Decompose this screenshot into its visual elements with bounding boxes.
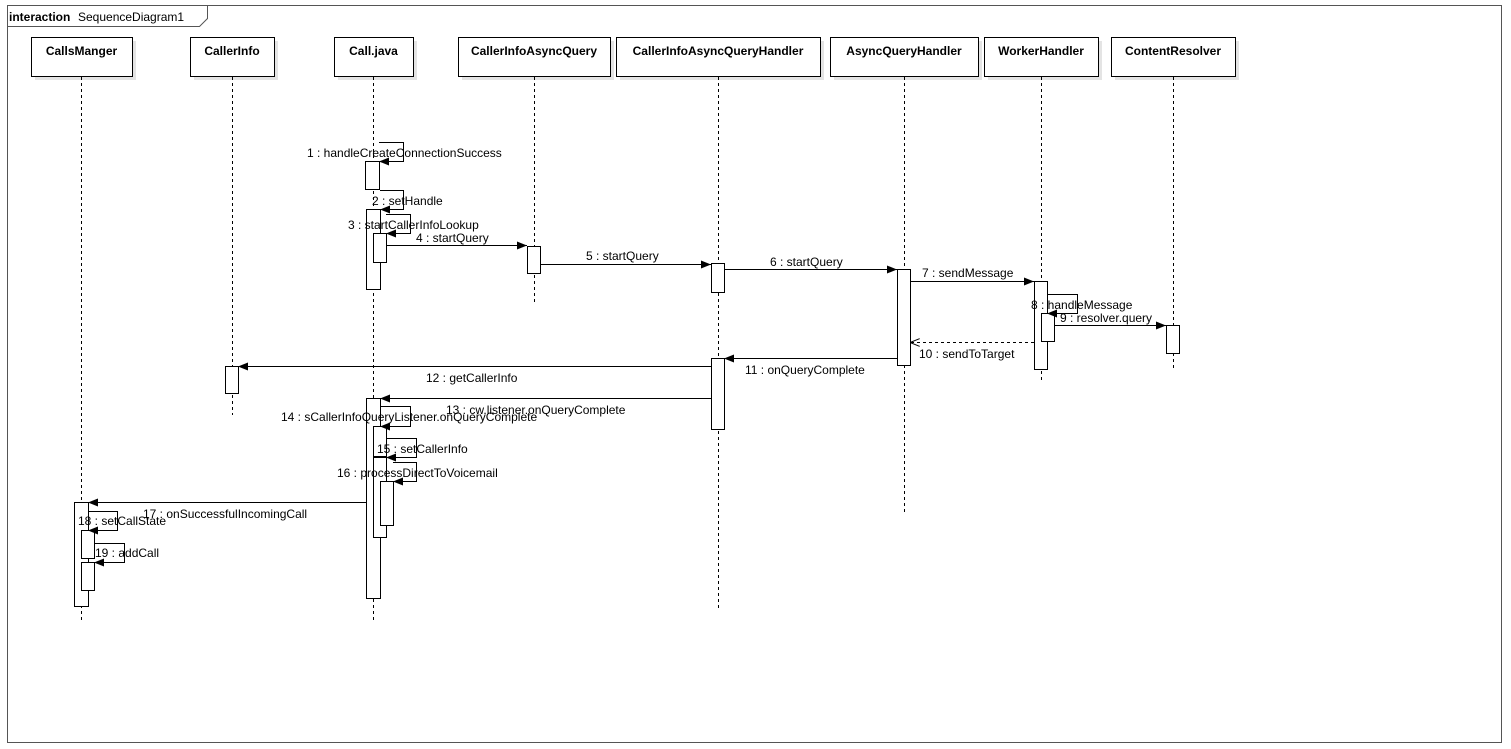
lifeline-callerinfoasyncqueryhandler: CallerInfoAsyncQueryHandler xyxy=(616,37,824,610)
message-4: 4 : startQuery xyxy=(386,231,527,250)
message-label: 4 : startQuery xyxy=(416,231,489,245)
message-label: 18 : setCallState xyxy=(78,514,166,528)
lifeline-name: CallerInfoAsyncQuery xyxy=(471,44,597,58)
self-message-arrow xyxy=(94,543,125,567)
activation-bar xyxy=(1166,325,1180,354)
lifelines-layer: CallsManger CallerInfo Call.java CallerInfo… xyxy=(31,37,1239,620)
lifeline-contentresolver: ContentResolver xyxy=(1111,37,1239,368)
lifeline-callerinfo: CallerInfo xyxy=(190,37,278,415)
lifeline-head xyxy=(830,37,979,77)
message-label: 5 : startQuery xyxy=(586,249,659,263)
message-label: 9 : resolver.query xyxy=(1060,311,1152,325)
message-7: 7 : sendMessage xyxy=(910,266,1034,286)
self-message-arrow xyxy=(379,142,404,166)
message-19: 19 : addCall xyxy=(94,543,159,567)
message-12: 12 : getCallerInfo xyxy=(238,362,711,385)
frame-name: SequenceDiagram1 xyxy=(78,10,184,24)
message-5: 5 : startQuery xyxy=(540,249,711,269)
activations-layer xyxy=(74,161,1180,607)
message-label: 7 : sendMessage xyxy=(922,266,1014,280)
message-label: 6 : startQuery xyxy=(770,255,843,269)
lifeline-name: CallerInfo xyxy=(204,44,259,58)
self-message-arrow xyxy=(380,190,404,214)
message-label: 8 : handleMessage xyxy=(1031,298,1133,312)
message-label: 2 : setHandle xyxy=(372,194,443,208)
message-18: 18 : setCallState xyxy=(78,511,166,535)
activation-bar xyxy=(897,269,911,366)
message-14: 14 : sCallerInfoQueryListener.onQueryCom… xyxy=(281,406,537,431)
lifeline-name: Call.java xyxy=(349,44,398,58)
lifeline-name: AsyncQueryHandler xyxy=(846,44,962,58)
activation-bar xyxy=(373,233,387,263)
message-13: 13 : cw.listener.onQueryComplete xyxy=(380,394,711,417)
message-3: 3 : startCallerInfoLookup xyxy=(348,214,479,238)
activation-bar xyxy=(81,530,95,559)
message-8: 8 : handleMessage xyxy=(1031,294,1133,318)
lifeline-asyncqueryhandler: AsyncQueryHandler xyxy=(830,37,982,512)
message-label: 15 : setCallerInfo xyxy=(377,442,468,456)
self-message-arrow xyxy=(88,511,118,535)
message-label: 10 : sendToTarget xyxy=(919,347,1015,361)
lifeline-head xyxy=(458,37,611,77)
message-6: 6 : startQuery xyxy=(724,255,897,274)
lifeline-name: CallsManger xyxy=(46,44,118,58)
activation-bar xyxy=(527,246,541,274)
message-label: 3 : startCallerInfoLookup xyxy=(348,218,479,232)
lifeline-head xyxy=(190,37,275,77)
message-label: 17 : onSuccessfulIncomingCall xyxy=(143,507,307,521)
lifeline-workerhandler: WorkerHandler xyxy=(984,37,1102,383)
lifeline-head xyxy=(984,37,1099,77)
lifeline-name: ContentResolver xyxy=(1125,44,1221,58)
self-message-arrow xyxy=(393,462,417,486)
interaction-frame xyxy=(7,5,1502,743)
activation-bar xyxy=(225,366,239,394)
message-11: 11 : onQueryComplete xyxy=(724,354,897,377)
self-message-arrow xyxy=(386,438,417,462)
message-17: 17 : onSuccessfulIncomingCall xyxy=(88,498,366,521)
lifeline-callsmanger: CallsManger xyxy=(31,37,136,620)
message-label: 1 : handleCreateConnectionSuccess xyxy=(307,146,502,160)
activation-bar xyxy=(1041,313,1055,342)
activation-bar xyxy=(711,358,725,430)
message-label: 11 : onQueryComplete xyxy=(745,363,865,377)
lifeline-head xyxy=(616,37,821,77)
activation-bar xyxy=(380,481,394,526)
activation-bar xyxy=(81,562,95,591)
lifeline-head xyxy=(334,37,414,77)
message-label: 19 : addCall xyxy=(95,546,159,560)
activation-bar xyxy=(365,161,380,190)
messages-layer: 1 : handleCreateConnectionSuccess 2 : set… xyxy=(78,142,1166,567)
self-message-arrow xyxy=(1047,294,1078,318)
message-9: 9 : resolver.query xyxy=(1054,311,1166,330)
message-10: 10 : sendToTarget xyxy=(910,343,1034,361)
lifeline-name: CallerInfoAsyncQueryHandler xyxy=(633,44,804,58)
lifeline-head xyxy=(1111,37,1236,77)
self-message-arrow xyxy=(386,214,411,238)
frame-keyword: interaction xyxy=(9,10,70,24)
lifeline-callerinfoasyncquery: CallerInfoAsyncQuery xyxy=(458,37,614,302)
message-label: 16 : processDirectToVoicemail xyxy=(337,466,498,480)
lifeline-name: WorkerHandler xyxy=(998,44,1084,58)
message-label: 13 : cw.listener.onQueryComplete xyxy=(446,403,626,417)
message-16: 16 : processDirectToVoicemail xyxy=(337,462,498,486)
activation-bar xyxy=(711,263,725,293)
message-label: 14 : sCallerInfoQueryListener.onQueryCom… xyxy=(281,410,537,424)
lifeline-head xyxy=(31,37,133,77)
message-15: 15 : setCallerInfo xyxy=(377,438,468,462)
frame-tab xyxy=(7,5,208,27)
message-1: 1 : handleCreateConnectionSuccess xyxy=(307,142,502,166)
self-message-arrow xyxy=(380,406,411,431)
message-2: 2 : setHandle xyxy=(372,190,443,214)
message-label: 12 : getCallerInfo xyxy=(426,371,518,385)
